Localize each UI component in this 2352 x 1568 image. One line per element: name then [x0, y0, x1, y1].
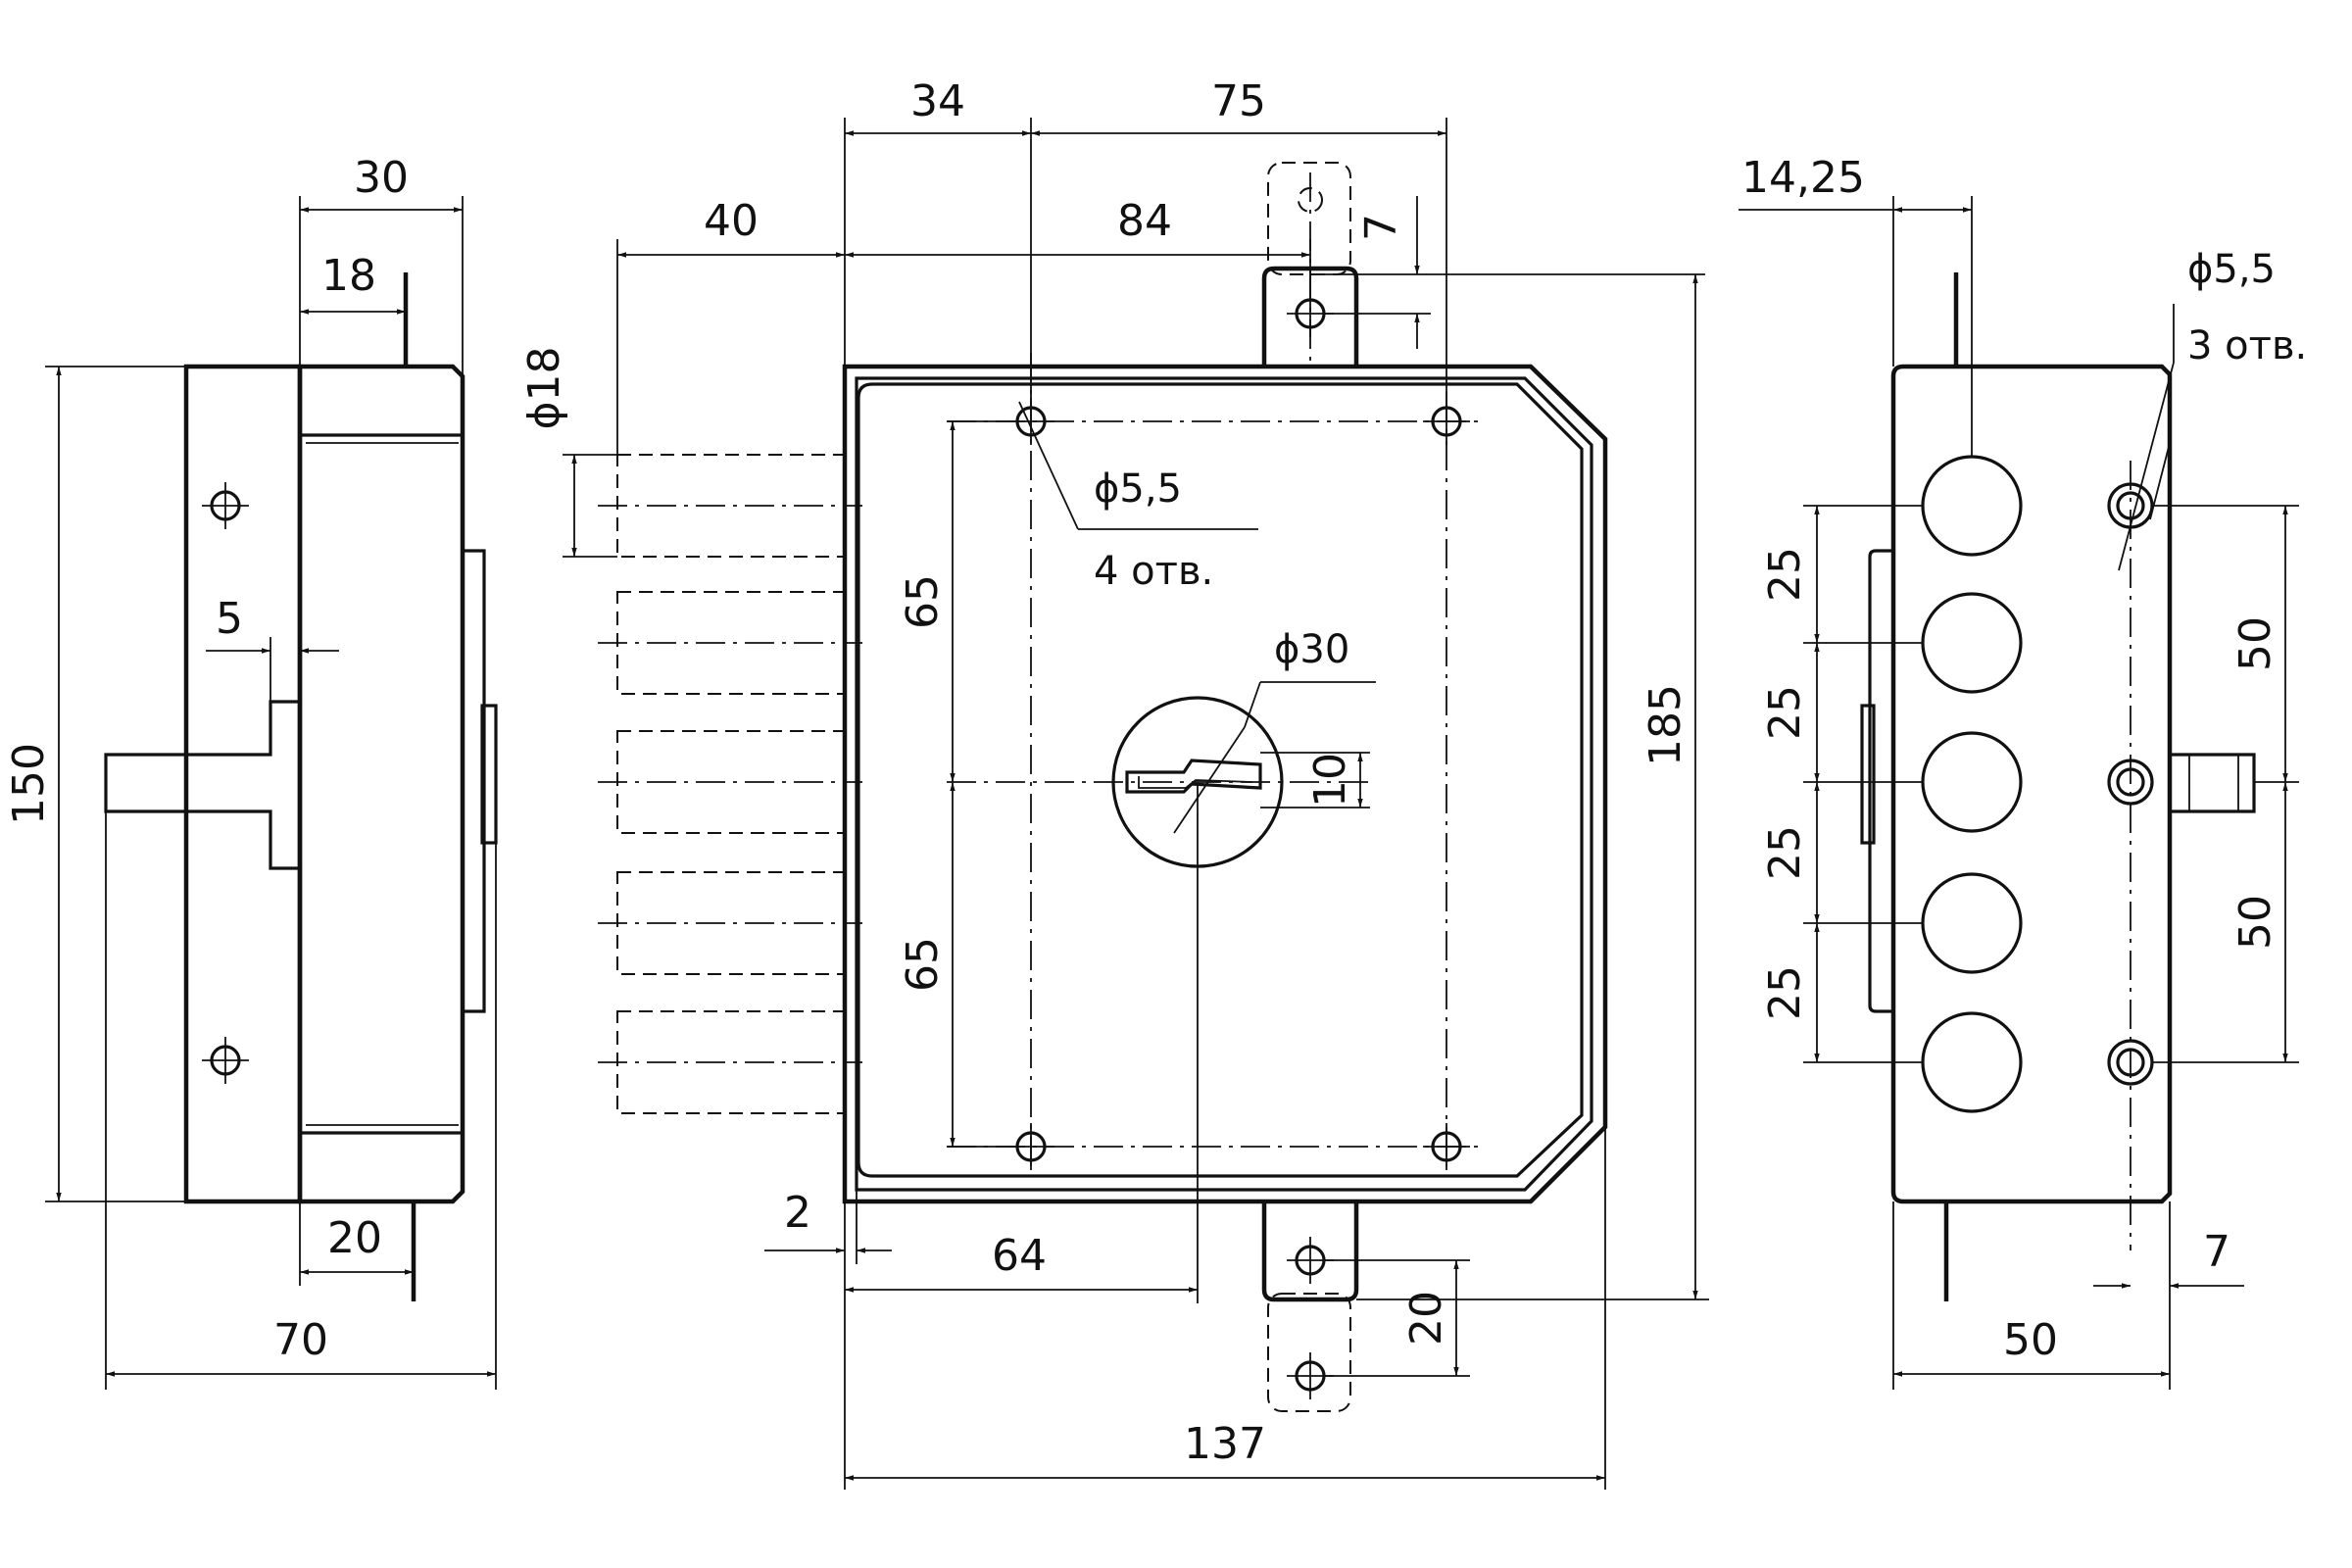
note-key-dia: ϕ30 [1274, 627, 1349, 672]
left-body-case [297, 364, 466, 1204]
dim-5: 5 [216, 594, 243, 644]
left-spindle [104, 700, 302, 870]
right-body [1890, 364, 2173, 1204]
dim-7-top: 7 [1356, 214, 1406, 241]
dim-25-3: 25 [1760, 825, 1810, 880]
front-bolts [598, 454, 862, 1114]
dim-25-4: 25 [1760, 965, 1810, 1020]
dim-25-2: 25 [1760, 685, 1810, 740]
front-lock-cover [857, 382, 1584, 1178]
right-bolt-end-4 [1921, 872, 2023, 974]
dim-34: 34 [910, 76, 965, 126]
front-mount-hole-br [1423, 1123, 1470, 1170]
dim-70: 70 [273, 1315, 328, 1365]
dim-65-lower: 65 [898, 937, 948, 992]
left-screw-hole-top [202, 482, 249, 529]
front-view: 34 75 40 84 7 ϕ18 ϕ5,5 4 отв. 65 65 ϕ30 [519, 76, 1709, 1490]
right-bolt-end-3 [1921, 731, 2023, 833]
dim-20: 20 [327, 1213, 382, 1263]
dim-2: 2 [784, 1188, 811, 1238]
dim-50-lower: 50 [2230, 895, 2280, 950]
dim-137: 137 [1184, 1419, 1266, 1469]
right-bolt-end-5 [1921, 1011, 2023, 1113]
dim-50-width: 50 [2003, 1315, 2058, 1365]
dim-10: 10 [1305, 753, 1355, 808]
left-side-view: 30 18 5 150 20 70 [4, 153, 498, 1390]
dim-64: 64 [992, 1231, 1047, 1281]
front-bottom-tab [1261, 1201, 1359, 1302]
dim-65-upper: 65 [898, 574, 948, 629]
dim-18: 18 [321, 251, 376, 301]
note-hole-count: 4 отв. [1094, 549, 1213, 594]
dim-50-upper: 50 [2230, 616, 2280, 671]
left-body-plate [183, 364, 303, 1204]
right-bolt-end-1 [1921, 455, 2023, 557]
dim-84: 84 [1117, 196, 1172, 246]
note-right-hole-count: 3 отв. [2187, 323, 2307, 368]
dim-150: 150 [4, 743, 54, 825]
note-right-hole-dia: ϕ5,5 [2187, 247, 2276, 292]
front-mount-hole-bl [1007, 1123, 1054, 1170]
dim-75: 75 [1211, 76, 1266, 126]
note-hole-dia: ϕ5,5 [1094, 466, 1182, 512]
dim-185: 185 [1641, 684, 1690, 766]
dim-phi18: ϕ18 [519, 346, 569, 429]
right-side-view: 14,25 ϕ5,5 3 отв. 25 25 25 25 50 50 7 [1739, 153, 2307, 1390]
left-screw-hole-bottom [202, 1037, 249, 1084]
dim-30: 30 [354, 153, 409, 203]
dim-14-25: 14,25 [1741, 153, 1865, 203]
dim-20-bottom: 20 [1401, 1291, 1451, 1346]
front-lock-body-outer [842, 364, 1608, 1204]
dim-7-right: 7 [2203, 1227, 2230, 1277]
dim-40: 40 [704, 196, 759, 246]
right-spindle-stub [2170, 753, 2256, 813]
right-bolt-end-2 [1921, 592, 2023, 694]
dim-25-1: 25 [1760, 547, 1810, 602]
